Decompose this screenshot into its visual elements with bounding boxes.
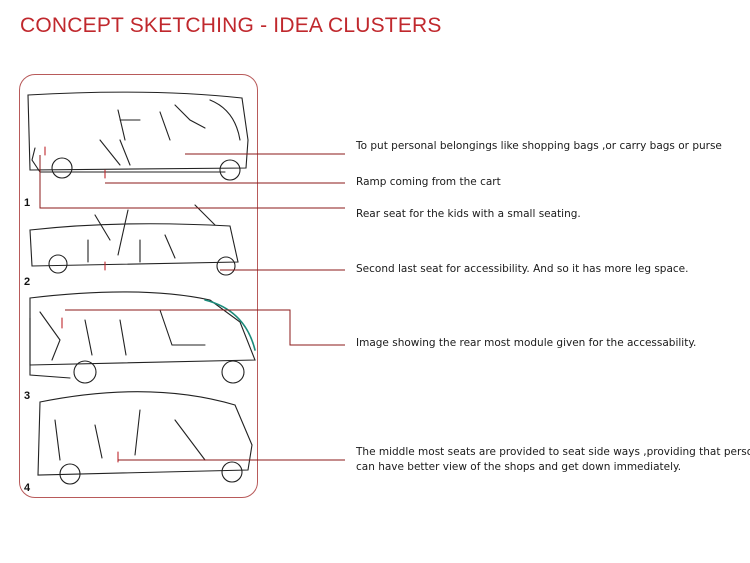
cart-sketch-1 [27, 91, 249, 181]
cart-sketch-3 [29, 291, 256, 384]
sketch-number-4: 4 [24, 482, 31, 494]
cart-sketch-4 [37, 391, 253, 485]
note-second-last-seat: Second last seat for accessibility. And … [356, 263, 689, 275]
page-title: CONCEPT SKETCHING - IDEA CLUSTERS [20, 14, 442, 37]
leader-lines [39, 153, 345, 461]
sketch-numbers: 1 2 3 4 [24, 197, 31, 494]
sketch-number-1: 1 [24, 197, 30, 209]
sketch-number-3: 3 [24, 390, 30, 402]
note-rear-module: Image showing the rear most module given… [356, 337, 697, 349]
note-belongings: To put personal belongings like shopping… [356, 140, 722, 152]
note-ramp: Ramp coming from the cart [356, 176, 501, 188]
note-middle-seats-line2: can have better view of the shops and ge… [356, 461, 682, 473]
note-middle-seats-line1: The middle most seats are provided to se… [356, 446, 750, 458]
sketch-number-2: 2 [24, 276, 30, 288]
note-rear-seat: Rear seat for the kids with a small seat… [356, 208, 581, 220]
cart-sketch-2 [29, 204, 239, 276]
sketch-frame [19, 74, 258, 498]
